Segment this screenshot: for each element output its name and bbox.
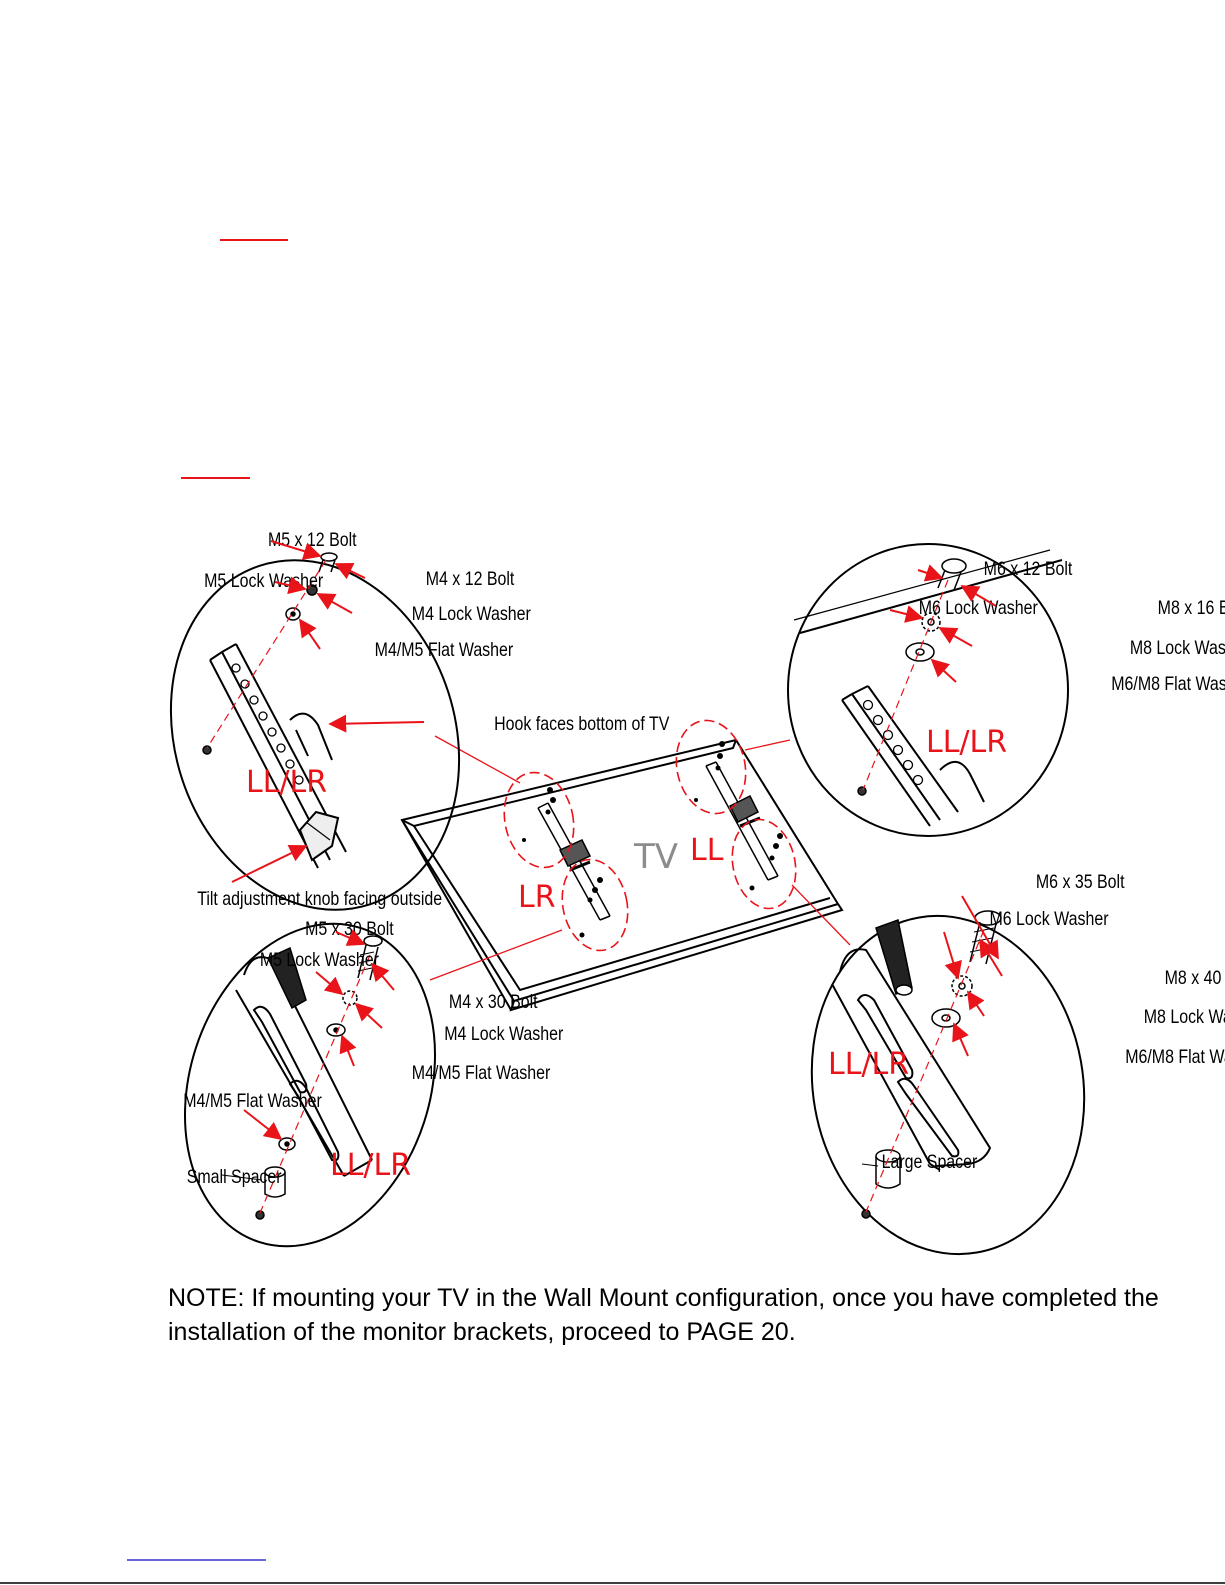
br-spacer-leader [861, 1163, 879, 1167]
bl-spacer-leader [221, 1174, 263, 1181]
bl-arrows [243, 929, 395, 1141]
tl-bracket-holes [231, 663, 304, 785]
bl-labels: M5 x 30 Bolt M4 x 30 Bolt M5 Lock Washer… [183, 918, 563, 1188]
tr-lock-m6-label: M6 Lock Washer [919, 597, 1038, 619]
tl-bolt-m5-label: M5 x 12 Bolt [268, 529, 357, 551]
installation-note: NOTE: If mounting your TV in the Wall Mo… [168, 1281, 1159, 1349]
tr-lock-m8-label: M8 Lock Washer [1130, 637, 1225, 659]
bl-long-bolt [266, 946, 307, 1010]
tl-axis-dash [206, 559, 327, 749]
tr-tag: LL/LR [926, 725, 1007, 760]
tr-bolt-m8-label: M8 x 16 Bolt [1158, 597, 1225, 619]
tl-flat-label: M4/M5 Flat Washer [375, 639, 514, 661]
leader-lines [429, 735, 851, 981]
br-bolt-m8-label: M8 x 40 Bolt [1165, 967, 1225, 989]
tl-lock-m4-label: M4 Lock Washer [412, 603, 531, 625]
callout-ellipses [503, 719, 797, 952]
tl-hardware [202, 552, 338, 755]
tr-bracket-holes [862, 699, 924, 786]
br-axis-dash [865, 929, 985, 1213]
bl-tag: LL/LR [330, 1148, 411, 1183]
tv-panel [400, 738, 844, 1012]
br-tag: LL/LR [828, 1047, 909, 1082]
detail-circle-top-right [787, 543, 1069, 837]
bl-flat-left-label: M4/M5 Flat Washer [183, 1090, 322, 1112]
tr-labels: M6 x 12 Bolt M8 x 16 Bolt M6 Lock Washer… [919, 558, 1225, 760]
tr-bracket [841, 685, 985, 827]
br-flat-label: M6/M8 Flat Washer [1125, 1046, 1225, 1068]
br-bracket [831, 948, 992, 1171]
tl-lock-m5-label: M5 Lock Washer [204, 570, 323, 592]
tl-tag: LL/LR [246, 765, 327, 800]
br-spacer-label: Large Spacer [882, 1151, 978, 1173]
tr-hardware [857, 558, 967, 796]
tl-bracket [209, 643, 347, 869]
bl-hardware [255, 935, 383, 1220]
tl-knob-label: Tilt adjustment knob facing outside [197, 888, 442, 910]
br-lock-m8-label: M8 Lock Washer [1144, 1006, 1225, 1028]
bl-bracket [235, 956, 373, 1177]
tl-hook-label: Hook faces bottom of TV [494, 713, 669, 735]
tr-axis-dash [862, 579, 949, 791]
bl-bolt-m4-label: M4 x 30 Bolt [449, 991, 538, 1013]
br-bolt-m6-label: M6 x 35 Bolt [1036, 871, 1125, 893]
tv-label: TV [633, 837, 678, 877]
detail-circle-top-left [169, 559, 461, 911]
br-arrows [943, 895, 1003, 1057]
br-labels: M6 x 35 Bolt M8 x 40 Bolt M6 Lock Washer… [828, 871, 1225, 1173]
bracket-left-on-tv [537, 802, 611, 921]
bl-axis-dash [259, 954, 371, 1214]
note-line-2: installation of the monitor brackets, pr… [168, 1318, 796, 1346]
bracket-right-label: LL [690, 833, 724, 868]
bl-flat-right-label: M4/M5 Flat Washer [412, 1062, 551, 1084]
tl-bolt-m4-label: M4 x 12 Bolt [426, 568, 515, 590]
tr-tv-edge-2 [793, 549, 1051, 621]
bl-lock-m5-label: M5 Lock Washer [260, 949, 379, 971]
tr-bolt-m6-label: M6 x 12 Bolt [984, 558, 1073, 580]
br-long-bolt [875, 918, 913, 996]
detail-circle-bottom-right [810, 914, 1086, 1256]
note-line-1: NOTE: If mounting your TV in the Wall Mo… [168, 1284, 1159, 1312]
tr-tv-edge [799, 559, 1063, 634]
tr-arrows [889, 564, 997, 683]
bracket-left-label: LR [518, 880, 556, 915]
br-lock-m6-label: M6 Lock Washer [989, 908, 1108, 930]
hardware-dots [522, 741, 783, 938]
tl-arrows [231, 540, 425, 883]
tr-flat-label: M6/M8 Flat Washer [1111, 673, 1225, 695]
detail-circle-bottom-left [184, 922, 436, 1248]
bl-lock-m4-label: M4 Lock Washer [444, 1023, 563, 1045]
bl-bolt-m5-label: M5 x 30 Bolt [305, 918, 394, 940]
